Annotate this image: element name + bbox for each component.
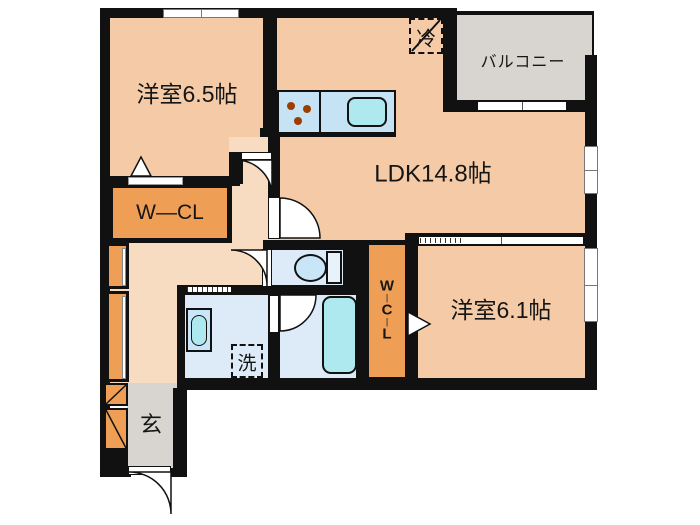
door-opening (128, 177, 183, 185)
entrance-door-threshold (128, 466, 171, 475)
toilet-bowl (294, 254, 327, 282)
kitchen-sink (347, 97, 387, 127)
wicl-divider: | (385, 316, 389, 327)
wcl-closet (113, 188, 227, 238)
wall (169, 468, 187, 477)
wicl-label: W | C | L (380, 279, 394, 342)
wall (585, 320, 597, 390)
wcl-label: W―CL (136, 201, 204, 224)
stove-burner (303, 105, 311, 113)
wicl-letter: L (382, 325, 392, 343)
fridge-space-label: 冷 (416, 28, 436, 51)
laundry-space-label: 洗 (237, 353, 257, 375)
entrance-floor (127, 383, 177, 470)
sliding-door-divider (501, 237, 502, 244)
hall-closet (106, 243, 129, 289)
window-divider (201, 10, 202, 17)
entrance-door-arc (128, 471, 172, 515)
window-divider (585, 285, 597, 286)
door-leaf (268, 197, 280, 239)
wall (268, 128, 280, 198)
bedroom2-floor (418, 246, 585, 378)
balcony-floor (452, 15, 592, 102)
washbasin-bowl (191, 315, 207, 346)
wicl-letter: C (381, 301, 393, 319)
door-leaf (269, 295, 279, 333)
washbasin (186, 308, 212, 352)
wall (100, 468, 131, 477)
closet-door (122, 296, 126, 379)
wall (177, 378, 597, 390)
closet-door (122, 248, 126, 286)
sliding-door-hatch (420, 238, 464, 243)
wall (263, 16, 277, 130)
window-divider (585, 170, 597, 171)
bedroom2-label: 洋室6.1帖 (450, 297, 552, 323)
wall (343, 240, 368, 295)
ldk-label: LDK14.8帖 (374, 160, 492, 188)
shoe-cabinet (104, 383, 128, 406)
balcony-label: バルコニー (480, 54, 566, 71)
stove-burner (287, 102, 295, 110)
sliding-door (186, 286, 232, 293)
stove-burner (294, 117, 302, 125)
wall (443, 8, 457, 112)
window (584, 146, 598, 194)
window (163, 9, 239, 18)
sliding-door (418, 236, 584, 245)
balcony-window (477, 101, 567, 111)
counter-divider (319, 92, 321, 132)
wall (100, 8, 110, 477)
wall (585, 194, 597, 252)
hall-closet (106, 291, 129, 382)
wicl-letter: W (379, 277, 395, 295)
balcony-railing (590, 11, 594, 58)
wall (263, 240, 366, 250)
door-leaf (262, 249, 272, 287)
wicl-divider: | (385, 292, 389, 303)
wall (177, 285, 356, 295)
door-leaf (241, 152, 272, 160)
wall (100, 8, 450, 18)
laundry-space-box (231, 344, 263, 378)
wall (173, 388, 187, 477)
wall (585, 55, 597, 150)
wall (177, 285, 185, 378)
bathtub (322, 296, 357, 374)
window-divider (522, 102, 523, 110)
entrance-label: 玄 (139, 412, 163, 437)
toilet-tank (326, 251, 342, 284)
bedroom1-label: 洋室6.5帖 (136, 81, 238, 107)
fridge-space-box (409, 18, 443, 54)
kitchen-counter (277, 90, 396, 134)
balcony-railing (446, 11, 594, 15)
window (584, 248, 598, 322)
shoe-cabinet (104, 408, 128, 450)
wicl-closet (369, 245, 405, 377)
